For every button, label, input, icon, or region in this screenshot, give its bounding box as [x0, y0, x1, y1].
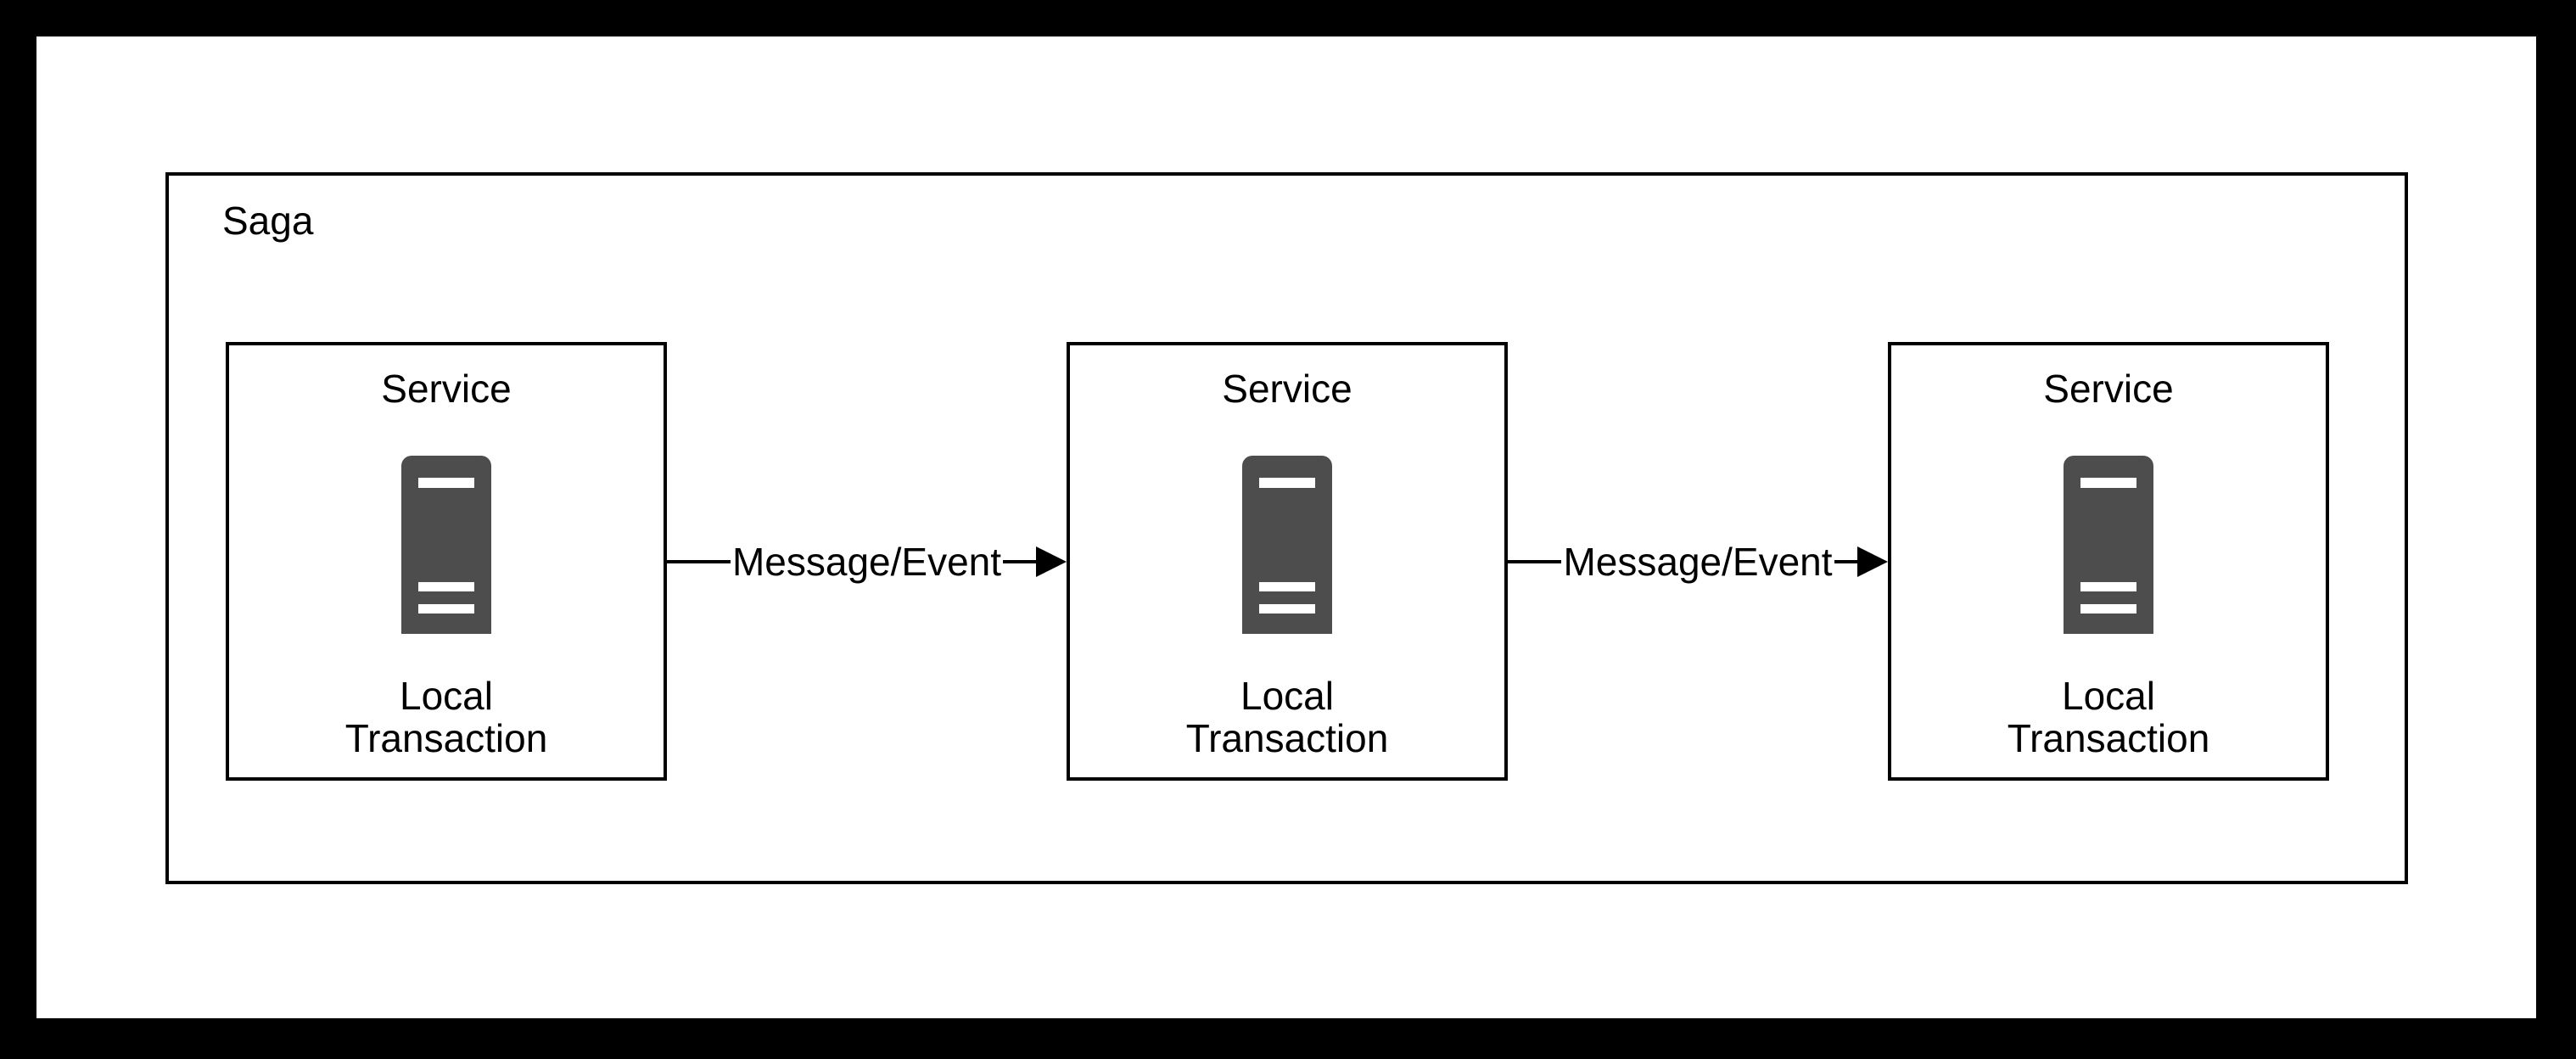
saga-group-label: Saga [222, 199, 314, 243]
server-icon-stripe [1259, 604, 1315, 614]
arrowhead-icon [1036, 546, 1067, 577]
server-icon-stripe [2080, 478, 2136, 488]
server-icon-stripe [418, 478, 474, 488]
server-icon-stripe [1259, 478, 1315, 488]
server-icon-stripe [2080, 582, 2136, 591]
connector-label: Message/Event [1561, 540, 1834, 584]
diagram-canvas: Saga Service Local Transaction Message/E… [36, 36, 2536, 1018]
server-icon-stripe [418, 582, 474, 591]
service-title-label: Service [2043, 367, 2174, 411]
local-transaction-label: Local Transaction [1185, 674, 1389, 760]
server-icon [2064, 456, 2153, 634]
service-title-label: Service [1222, 367, 1352, 411]
server-icon-stripe [2080, 604, 2136, 614]
arrowhead-icon [1857, 546, 1888, 577]
connector-label: Message/Event [730, 540, 1004, 584]
service-title-label: Service [381, 367, 512, 411]
server-icon-stripe [418, 604, 474, 614]
service-box-2: Service Local Transaction [1067, 342, 1508, 781]
service-box-3: Service Local Transaction [1888, 342, 2329, 781]
service-box-1: Service Local Transaction [226, 342, 667, 781]
local-transaction-label: Local Transaction [2007, 674, 2210, 760]
server-icon [1242, 456, 1332, 634]
connector-arrow-2: Message/Event [1508, 531, 1888, 592]
server-icon-stripe [1259, 582, 1315, 591]
connector-arrow-1: Message/Event [667, 531, 1067, 592]
server-icon [401, 456, 491, 634]
local-transaction-label: Local Transaction [344, 674, 548, 760]
